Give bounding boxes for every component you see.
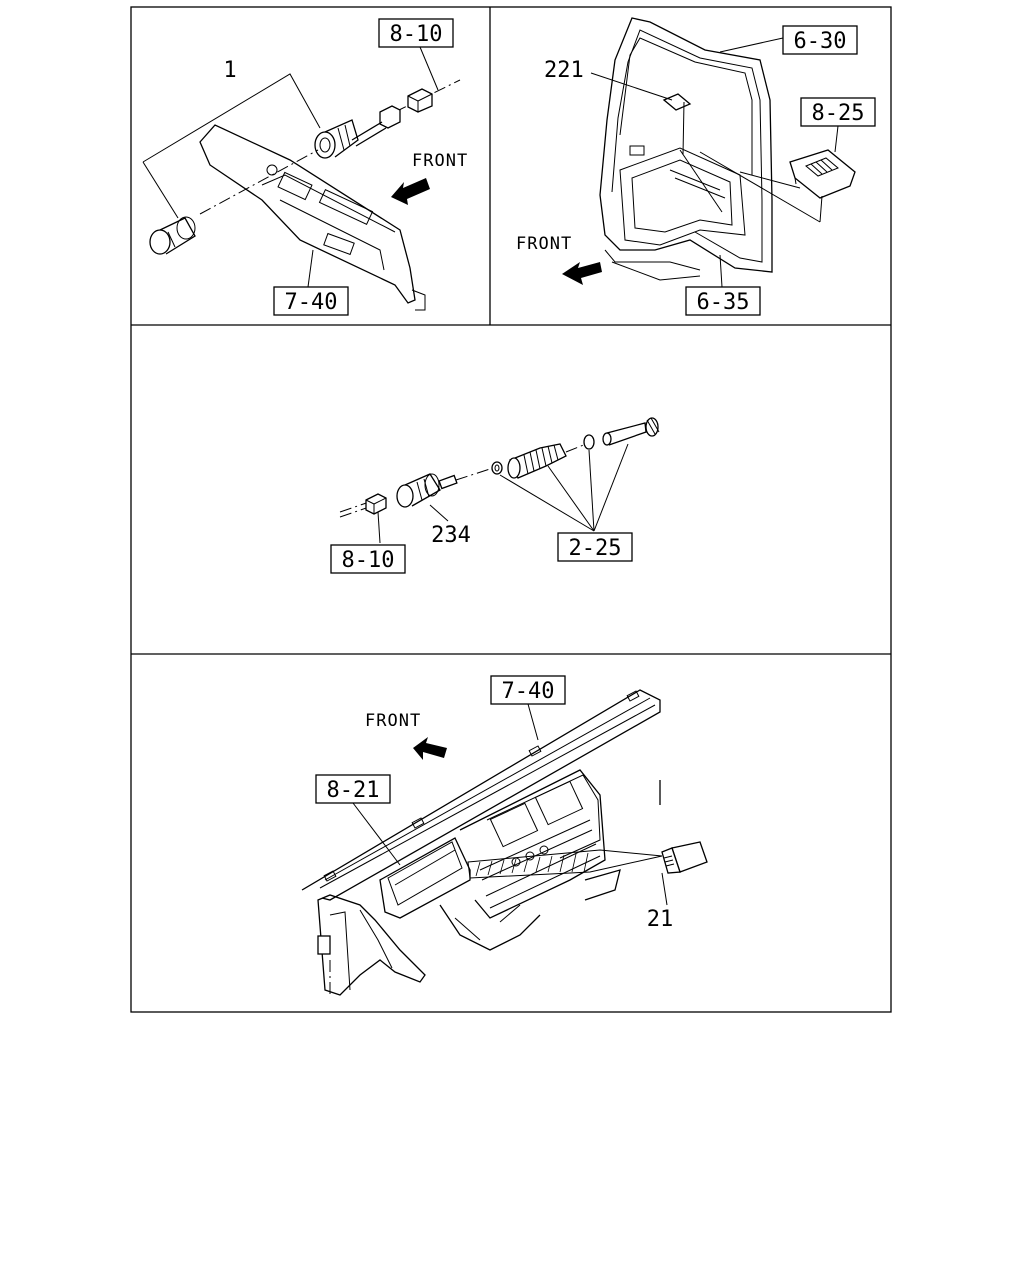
front-label-top-left: FRONT (412, 151, 468, 171)
panel-top-right: 6-30 221 8-25 (516, 17, 876, 316)
diagram-frame (130, 6, 892, 1013)
callout-21: 21 (647, 907, 674, 932)
ref-label-7-40-top: 7-40 (285, 290, 338, 315)
window-switch (789, 149, 856, 199)
lower-console-panel (199, 124, 426, 311)
connector-8-10-top (407, 88, 433, 113)
ref-label-8-10-middle: 8-10 (342, 548, 395, 573)
dashboard-panel (301, 689, 661, 996)
part-234-socket (396, 473, 458, 508)
ref-box-8-10-middle (330, 544, 406, 574)
panel-bottom: 7-40 FRONT (301, 675, 708, 996)
front-arrow-top-left (391, 178, 430, 205)
door-assembly (599, 17, 773, 281)
ref-label-6-35: 6-35 (697, 290, 750, 315)
panel-top-left: 8-10 1 (142, 18, 468, 316)
hatched-bracket (467, 849, 663, 879)
ref-box-6-35 (685, 286, 761, 316)
part-21-switch (661, 841, 708, 874)
cigarette-lighter-socket (314, 119, 359, 159)
ref-label-2-25: 2-25 (569, 536, 622, 561)
connector-8-10-middle (365, 493, 387, 515)
front-arrow-bottom (413, 737, 447, 760)
front-label-top-right: FRONT (516, 234, 572, 254)
ref-box-2-25 (557, 532, 633, 562)
ref-label-8-10-top: 8-10 (390, 22, 443, 47)
ref-box-8-10-top (378, 18, 454, 48)
callout-221: 221 (544, 58, 584, 83)
ref-label-8-25: 8-25 (812, 101, 865, 126)
threaded-body (507, 443, 567, 479)
ref-label-7-40-bottom: 7-40 (502, 679, 555, 704)
shaft (602, 417, 660, 446)
front-label-bottom: FRONT (365, 711, 421, 731)
front-arrow-top-right (562, 262, 602, 285)
callout-1: 1 (223, 58, 236, 83)
ref-box-7-40-top (273, 286, 349, 316)
ref-label-6-30: 6-30 (794, 29, 847, 54)
panel-middle: 8-10 234 (330, 417, 660, 574)
ref-box-6-30 (782, 25, 858, 55)
cigarette-lighter-plug (149, 216, 196, 255)
ref-label-8-21: 8-21 (327, 778, 380, 803)
callout-234: 234 (431, 523, 471, 548)
